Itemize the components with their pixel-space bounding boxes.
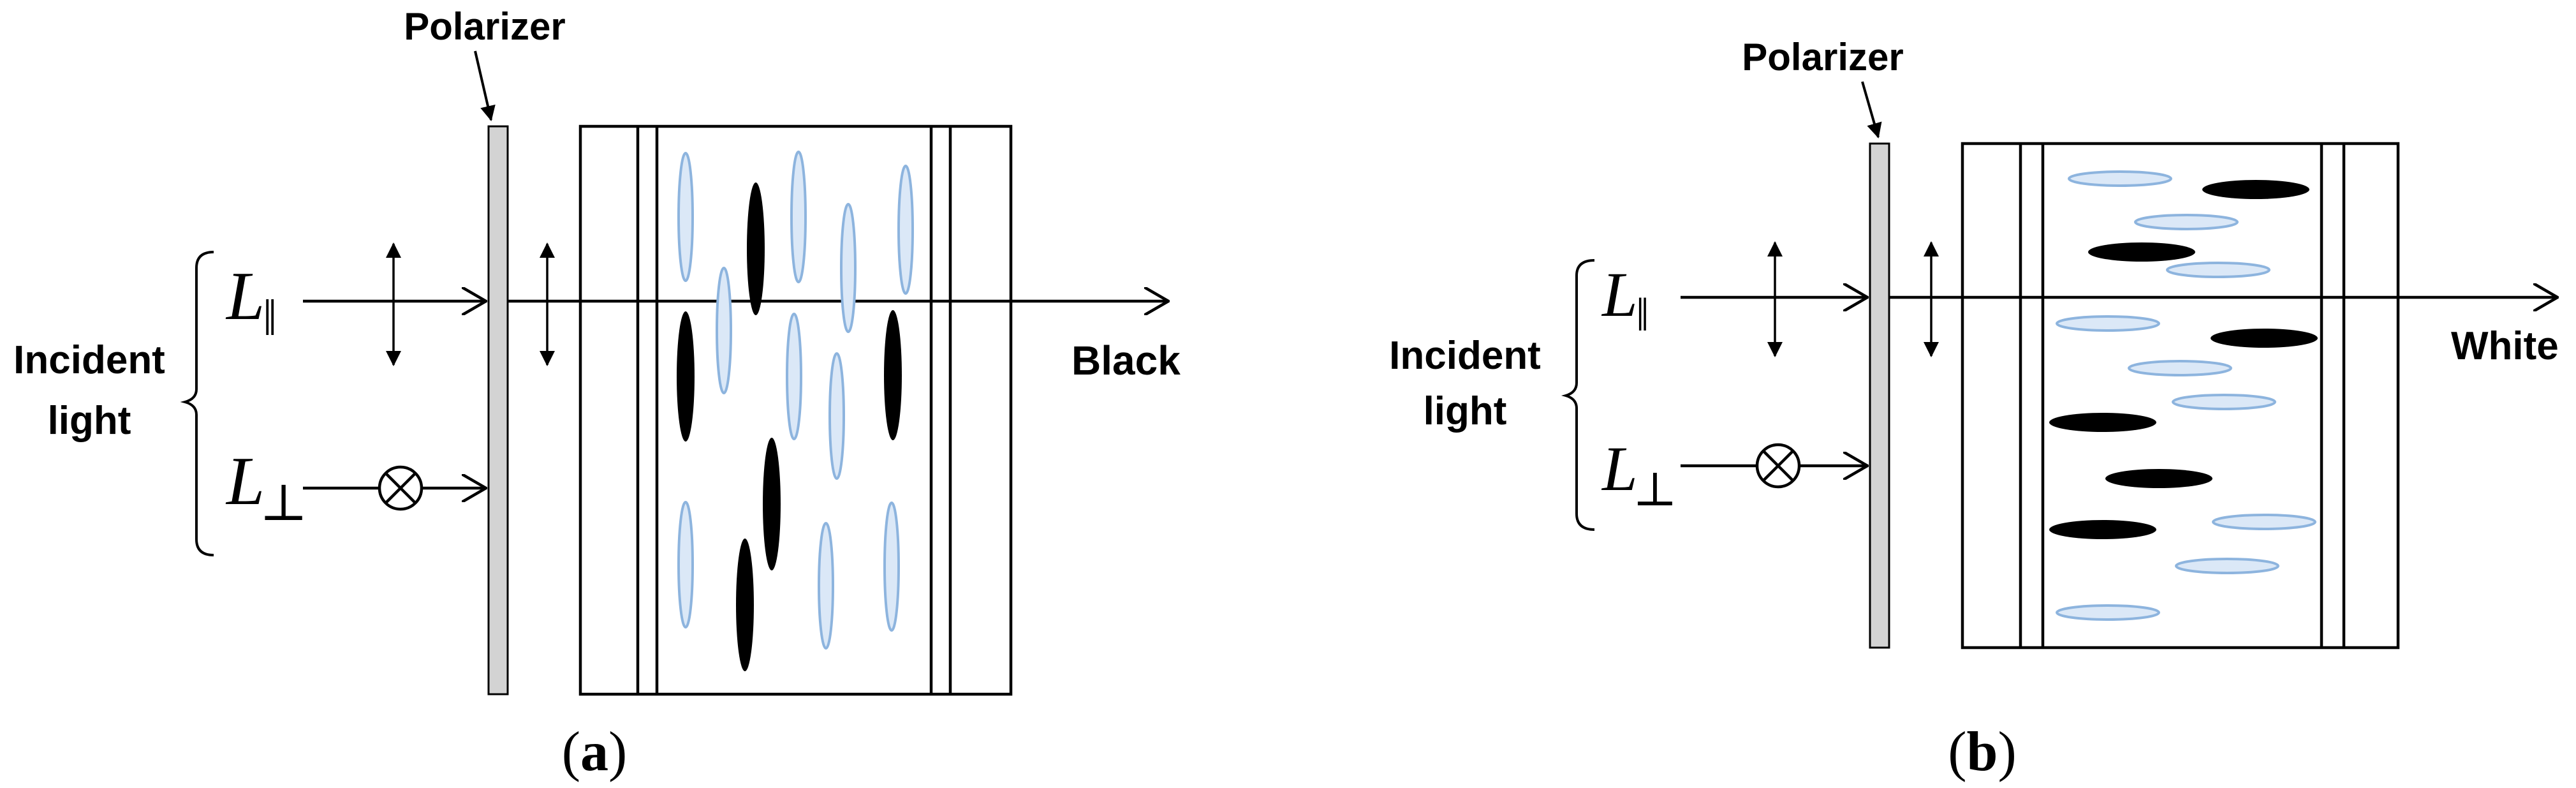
- lc-molecule-light: [786, 313, 802, 440]
- panel-caption: (a): [562, 721, 628, 783]
- polarizer-pointer-arrow: [474, 50, 496, 121]
- lc-molecule-light: [828, 352, 845, 480]
- l-parallel-subscript: ‖: [263, 290, 277, 346]
- panel-caption: (b): [1948, 721, 2017, 783]
- polarizer-pointer-arrow: [1861, 81, 1882, 138]
- polarizer-plate: [487, 125, 509, 695]
- lc-molecule-dark: [677, 311, 695, 442]
- output-label: White: [2451, 324, 2559, 368]
- lc-molecule-light: [716, 267, 732, 394]
- lc-molecule-dark: [2088, 242, 2195, 262]
- lc-molecule-light: [677, 501, 694, 628]
- polarizer-label: Polarizer: [404, 5, 565, 48]
- lc-molecules-vertical: [677, 151, 914, 671]
- l-parallel-subscript: ‖: [1636, 289, 1649, 341]
- lc-molecule-light: [897, 165, 914, 295]
- lc-molecule-light: [2166, 262, 2271, 278]
- lc-molecule-light: [790, 151, 807, 283]
- lc-molecule-dark: [747, 182, 765, 315]
- panel-b: Polarizer Incident light L ‖ L ⊥: [1389, 36, 2559, 783]
- lc-molecule-dark: [736, 539, 754, 671]
- incident-light-label-line1: Incident: [1389, 334, 1541, 378]
- incident-light-label-line2: light: [1424, 389, 1507, 433]
- incident-light-label-line2: light: [48, 399, 131, 443]
- lc-molecule-light: [2056, 315, 2160, 332]
- lc-molecule-dark: [884, 310, 902, 440]
- lc-molecule-light: [2128, 360, 2232, 376]
- panel-a: Polarizer Incident light L ‖ L ⊥: [13, 5, 1181, 783]
- l-perp-subscript: ⊥: [260, 475, 307, 532]
- lc-cell-outer: [1961, 142, 2400, 650]
- lc-molecule-dark: [763, 438, 781, 570]
- polarizer-label: Polarizer: [1742, 36, 1903, 78]
- l-perp-symbol: L: [1601, 433, 1638, 504]
- l-parallel-symbol: L: [1601, 259, 1638, 330]
- lc-molecule-light: [677, 152, 694, 282]
- lc-molecule-dark: [2049, 413, 2156, 432]
- lc-cell-outer: [578, 124, 1013, 696]
- l-perp-subscript: ⊥: [1633, 464, 1677, 516]
- lc-molecule-dark: [2049, 520, 2156, 539]
- lc-molecule-light: [883, 502, 900, 632]
- lc-molecule-dark: [2105, 469, 2212, 488]
- lc-molecules-horizontal: [2049, 170, 2318, 621]
- out-of-plane-icon: [1755, 443, 1801, 489]
- l-perp-symbol: L: [225, 443, 265, 519]
- lc-molecule-dark: [2202, 180, 2309, 199]
- lc-molecule-light: [2175, 558, 2279, 574]
- lc-molecule-light: [2172, 394, 2276, 410]
- incident-light-brace: [180, 251, 214, 556]
- incident-light-label-line1: Incident: [13, 338, 165, 382]
- l-parallel-symbol: L: [225, 258, 265, 334]
- lc-molecule-light: [818, 522, 834, 650]
- output-label: Black: [1071, 338, 1181, 383]
- lc-molecule-light: [2212, 514, 2316, 530]
- lc-molecule-light: [2134, 214, 2239, 230]
- out-of-plane-icon: [378, 465, 423, 511]
- lc-molecule-dark: [2211, 329, 2318, 348]
- lc-molecule-light: [840, 203, 857, 333]
- polarizer-plate: [1869, 142, 1890, 649]
- incident-light-brace: [1561, 259, 1595, 531]
- lc-molecule-light: [2068, 170, 2172, 187]
- lc-molecule-light: [2056, 604, 2160, 621]
